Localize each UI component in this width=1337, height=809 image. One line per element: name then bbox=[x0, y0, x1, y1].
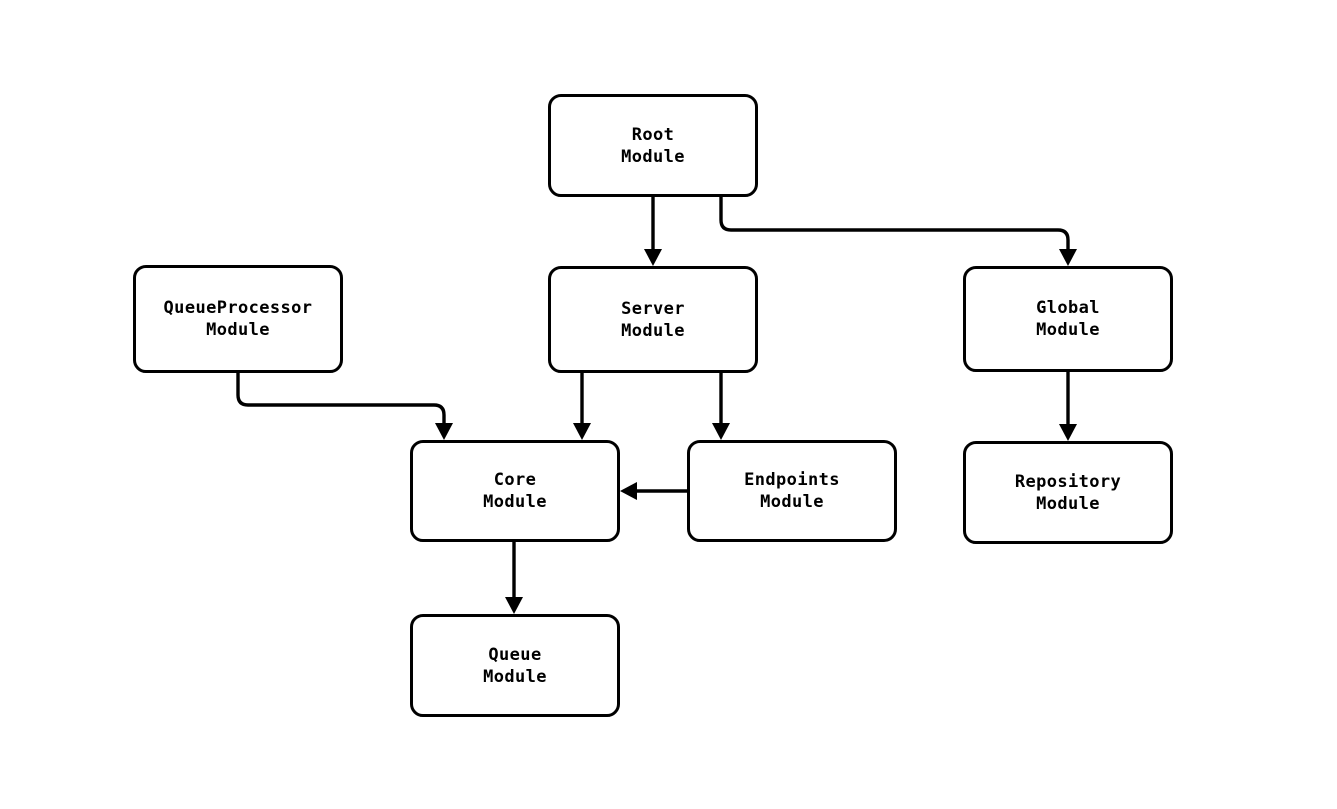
arrowhead-endpoints-to-core bbox=[620, 482, 637, 500]
node-queueprocessor[interactable]: QueueProcessor Module bbox=[133, 265, 343, 373]
arrowhead-server-to-core bbox=[573, 423, 591, 440]
arrowhead-queueprocessor-to-core bbox=[435, 423, 453, 440]
node-core-title: Core bbox=[493, 470, 537, 490]
node-queueprocessor-title: QueueProcessor bbox=[163, 298, 313, 318]
node-root[interactable]: Root Module bbox=[548, 94, 758, 197]
node-server-subtitle: Module bbox=[621, 320, 685, 341]
node-global[interactable]: Global Module bbox=[963, 266, 1173, 372]
node-queue-subtitle: Module bbox=[483, 666, 547, 687]
node-endpoints[interactable]: Endpoints Module bbox=[687, 440, 897, 542]
node-repository-title: Repository bbox=[1014, 471, 1122, 492]
node-core[interactable]: Core Module bbox=[410, 440, 620, 542]
arrowhead-global-to-repository bbox=[1059, 424, 1077, 441]
node-root-title: Root bbox=[631, 124, 675, 145]
node-queueprocessor-subtitle: Module bbox=[206, 320, 270, 340]
node-server[interactable]: Server Module bbox=[548, 266, 758, 373]
node-endpoints-title: Endpoints bbox=[744, 470, 840, 490]
node-queue-title: Queue bbox=[488, 644, 542, 665]
node-repository[interactable]: Repository Module bbox=[963, 441, 1173, 544]
edge-queueprocessor-to-core bbox=[236, 373, 446, 425]
node-queue[interactable]: Queue Module bbox=[410, 614, 620, 717]
arrowhead-core-to-queue bbox=[505, 597, 523, 614]
node-global-subtitle: Module bbox=[1036, 320, 1100, 340]
edge-root-to-global bbox=[719, 197, 1070, 251]
node-repository-subtitle: Module bbox=[1036, 493, 1100, 514]
node-root-subtitle: Module bbox=[621, 146, 685, 167]
arrowhead-server-to-endpoints bbox=[712, 423, 730, 440]
arrowhead-root-to-global bbox=[1059, 249, 1077, 266]
node-endpoints-subtitle: Module bbox=[760, 492, 824, 512]
arrowhead-root-to-server bbox=[644, 249, 662, 266]
node-core-subtitle: Module bbox=[483, 492, 547, 512]
node-server-title: Server bbox=[621, 298, 685, 319]
node-global-title: Global bbox=[1036, 298, 1100, 318]
